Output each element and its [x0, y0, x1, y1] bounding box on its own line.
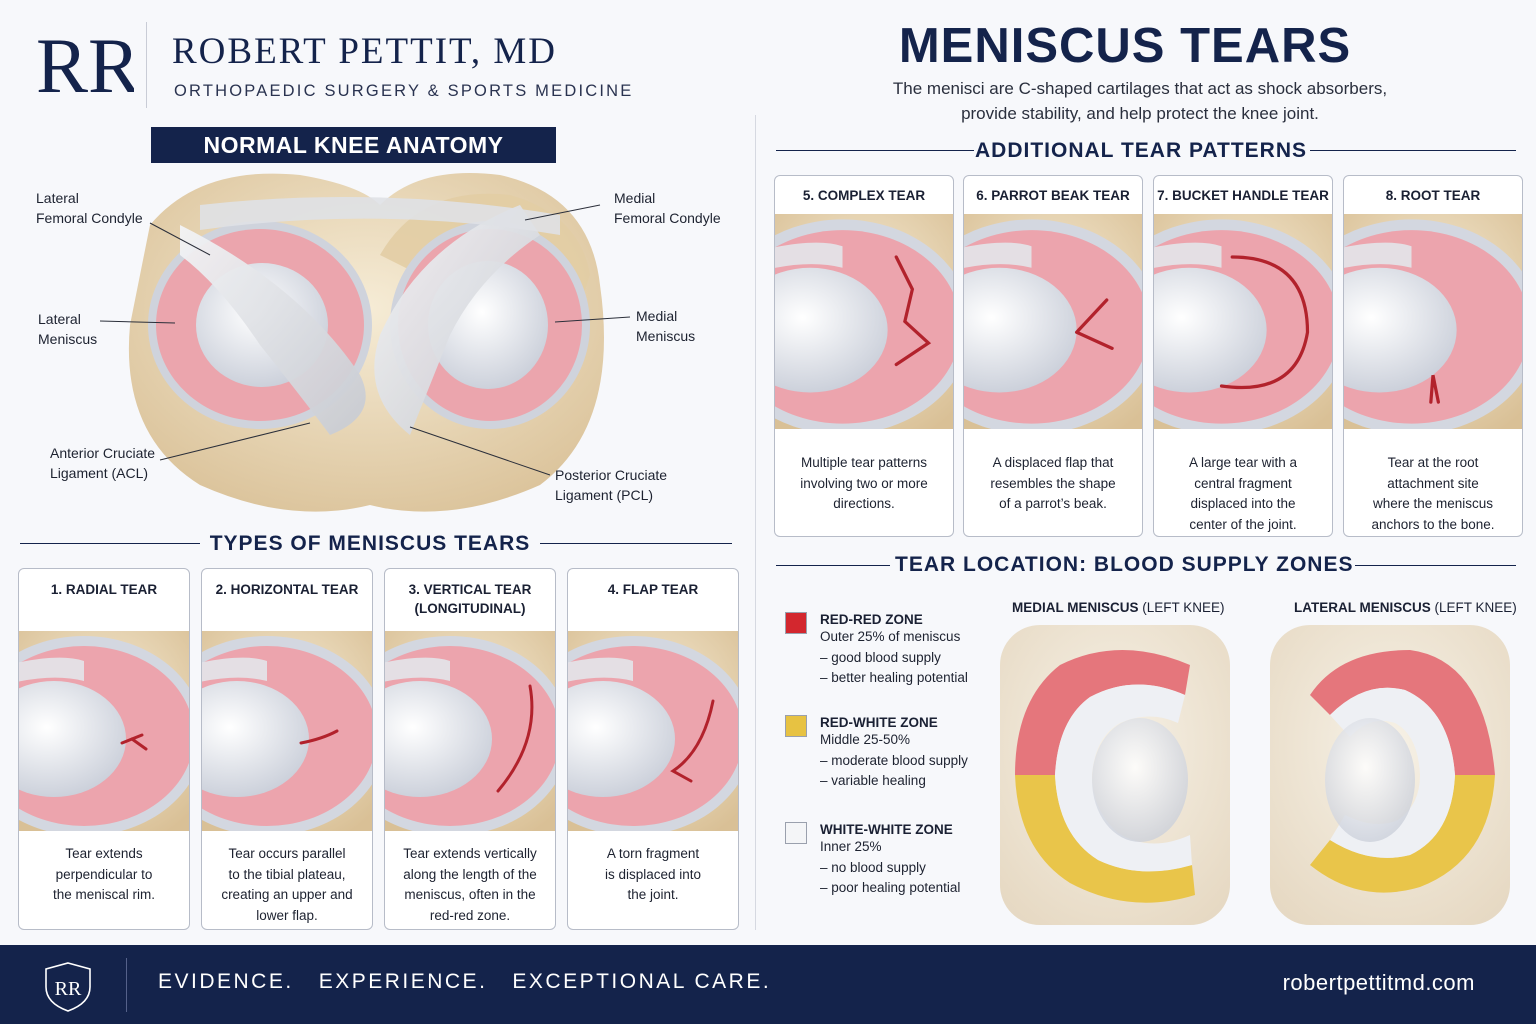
card-title: 5. COMPLEX TEAR: [802, 188, 926, 203]
pointer-line: [149, 222, 211, 256]
footer-tagline: EVIDENCE. EXPERIENCE. EXCEPTIONAL CARE.: [158, 970, 772, 993]
logo-letter-r1: RR: [36, 22, 134, 109]
section-rule: [776, 150, 974, 151]
additional-tear-card: 7. BUCKET HANDLE TEAR A large tear with a…: [1153, 175, 1333, 537]
tear-illustration: [385, 631, 555, 836]
medial-meniscus-zone-illustration: [1000, 625, 1230, 925]
column-divider: [755, 115, 756, 930]
card-title: 3. VERTICAL TEAR(LONGITUDINAL): [408, 582, 532, 616]
section-rule: [540, 543, 732, 544]
white-white-swatch: [785, 822, 807, 844]
red-red-zone-band: [1310, 650, 1495, 775]
footer-bar: [0, 945, 1536, 1024]
zone-title: WHITE-WHITE ZONE: [820, 822, 953, 837]
label-medial-femoral-condyle: Medial Femoral Condyle: [614, 190, 721, 226]
red-white-swatch: [785, 715, 807, 737]
white-white-zone-band: [1055, 684, 1192, 872]
transverse-ligament: [200, 197, 560, 235]
tear-illustration: [568, 631, 738, 836]
footer-monogram: RR: [55, 978, 82, 1000]
zone-red-white: RED-WHITE ZONE Middle 25-50% – moderate …: [820, 715, 968, 788]
card-title: 1. RADIAL TEAR: [50, 582, 158, 597]
section-rule: [1310, 150, 1516, 151]
brand-name: ROBERT PETTIT, MD: [172, 31, 557, 72]
label-lateral-meniscus: Lateral Meniscus: [38, 311, 98, 347]
brand-subtitle: ORTHOPAEDIC SURGERY & SPORTS MEDICINE: [174, 82, 634, 100]
tear-illustration: [1344, 214, 1522, 435]
card-title: 8. ROOT TEAR: [1385, 188, 1481, 203]
pointer-line: [99, 320, 176, 324]
knee-anatomy-illustration: [99, 173, 631, 512]
normal-anatomy-banner: NORMAL KNEE ANATOMY: [151, 127, 556, 163]
tear-illustration: [202, 631, 372, 836]
red-white-zone-band: [1015, 775, 1195, 903]
red-red-zone-band: [1015, 650, 1190, 775]
card-title: 7. BUCKET HANDLE TEAR: [1157, 188, 1329, 203]
description-line: The menisci are C-shaped cartilages that…: [892, 79, 1388, 98]
section-rule: [1355, 565, 1516, 566]
additional-tear-card: 6. PARROT BEAK TEAR A displaced flap that…: [963, 175, 1143, 537]
zone-title: RED-WHITE ZONE: [820, 715, 938, 730]
zone-white-white: WHITE-WHITE ZONE Inner 25% – no blood su…: [820, 822, 961, 895]
types-heading: TYPES OF MENISCUS TEARS: [209, 532, 531, 555]
tear-illustration: [19, 631, 189, 836]
pointer-line: [524, 204, 601, 221]
red-red-swatch: [785, 612, 807, 634]
acl-ligament: [180, 225, 366, 435]
page-description: The menisci are C-shaped cartilages that…: [860, 76, 1420, 126]
label-medial-meniscus: Medial Meniscus: [636, 308, 696, 344]
tear-illustration: [1154, 214, 1332, 435]
medial-meniscus-heading: MEDIAL MENISCUS (LEFT KNEE): [1012, 600, 1225, 615]
lateral-meniscus-heading: LATERAL MENISCUS (LEFT KNEE): [1294, 600, 1517, 615]
section-rule: [776, 565, 890, 566]
label-acl: Anterior Cruciate Ligament (ACL): [50, 445, 156, 481]
tear-type-card: 3. VERTICAL TEAR(LONGITUDINAL) Tear exten…: [384, 568, 556, 930]
zones-heading: TEAR LOCATION: BLOOD SUPPLY ZONES: [895, 553, 1354, 576]
white-white-zone-band: [1330, 687, 1455, 858]
footer-divider: [126, 958, 127, 1012]
red-white-zone-band: [1310, 775, 1495, 893]
label-pcl: Posterior Cruciate Ligament (PCL): [555, 467, 668, 503]
card-title: 4. FLAP TEAR: [607, 582, 699, 597]
tibial-plateau-center: [1092, 718, 1188, 842]
pcl-ligament: [374, 205, 540, 435]
lateral-meniscus-zone-illustration: [1270, 625, 1510, 925]
brand-divider: [146, 22, 147, 108]
page-title: MENISCUS TEARS: [898, 19, 1352, 73]
zone-title: RED-RED ZONE: [820, 612, 923, 627]
pointer-line: [409, 426, 551, 476]
card-title: 6. PARROT BEAK TEAR: [976, 188, 1130, 203]
label-lateral-femoral-condyle: Lateral Femoral Condyle: [36, 190, 143, 226]
pointer-line: [554, 316, 631, 323]
footer-shield-icon: RR: [45, 962, 91, 1012]
pointer-line: [159, 422, 311, 461]
additional-heading: ADDITIONAL TEAR PATTERNS: [975, 139, 1307, 162]
rr-monogram-logo: RR: [36, 22, 134, 109]
footer-website-link[interactable]: robertpettitmd.com: [1282, 970, 1475, 995]
description-line: provide stability, and help protect the …: [961, 104, 1319, 123]
section-rule: [20, 543, 200, 544]
zone-red-red: RED-RED ZONE Outer 25% of meniscus – goo…: [820, 612, 968, 685]
tear-illustration: [964, 214, 1142, 435]
card-title: 2. HORIZONTAL TEAR: [215, 582, 359, 597]
tibial-plateau-center: [1325, 718, 1415, 842]
tear-illustration: [775, 214, 953, 435]
